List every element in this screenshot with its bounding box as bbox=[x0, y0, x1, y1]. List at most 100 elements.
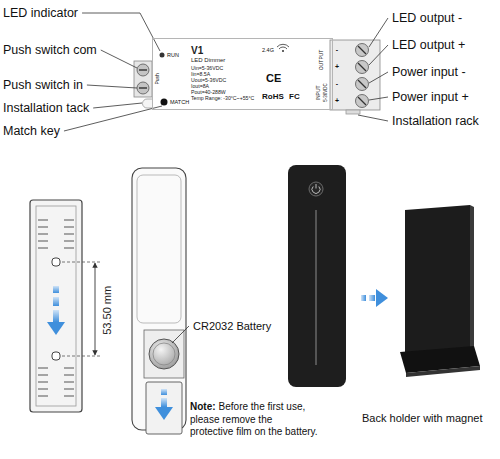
leader-line bbox=[369, 45, 388, 65]
remote-front-part bbox=[316, 184, 317, 189]
dimmer-device-part bbox=[282, 50, 284, 52]
callout-label: LED indicator bbox=[3, 6, 78, 20]
spec-line: Uin=5-36VDC bbox=[191, 66, 332, 72]
note-heading: Note: bbox=[190, 401, 216, 412]
dimmer-device-part bbox=[356, 44, 369, 57]
polarity-mark: - bbox=[336, 80, 338, 88]
dimension-line-part bbox=[62, 356, 100, 357]
dimmer-device-part bbox=[356, 95, 369, 108]
leader-line bbox=[369, 72, 388, 83]
dimmer-device-part bbox=[137, 82, 149, 94]
wall-bracket-part bbox=[53, 310, 59, 322]
dimmer-device-part bbox=[346, 110, 360, 114]
terminal-mark: OUTPUT bbox=[319, 50, 325, 71]
dimension-line-part bbox=[95, 263, 96, 355]
remote-back-part bbox=[146, 382, 182, 434]
polarity-mark: - bbox=[336, 46, 338, 54]
direction-arrow-part bbox=[376, 289, 388, 307]
remote-back-part bbox=[137, 175, 181, 323]
indicator-mark: RUN bbox=[167, 52, 179, 58]
callout-label: LED output - bbox=[392, 11, 462, 25]
dimmer-device-part bbox=[358, 80, 366, 88]
part-label: Back holder with magnet bbox=[362, 412, 482, 425]
remote-back-part bbox=[161, 398, 167, 407]
wall-bracket-part bbox=[38, 220, 74, 248]
leader-line bbox=[369, 97, 388, 100]
key-mark: MATCH bbox=[170, 99, 189, 105]
terminal-mark: Push bbox=[155, 73, 161, 84]
dimmer-device-part bbox=[279, 47, 287, 49]
remote-back-part bbox=[161, 389, 167, 395]
wall-bracket-part bbox=[30, 200, 82, 412]
wall-bracket bbox=[30, 200, 82, 412]
wall-bracket-part bbox=[38, 368, 74, 396]
dimmer-device-part bbox=[139, 87, 147, 88]
polarity-mark: + bbox=[335, 97, 339, 105]
rohs-mark: RoHS bbox=[262, 92, 284, 101]
back-holder-part bbox=[470, 205, 474, 354]
callout-label: Installation tack bbox=[3, 101, 89, 115]
dimmer-device-part bbox=[134, 61, 152, 97]
direction-arrow-part bbox=[361, 295, 366, 301]
ce-mark: CE bbox=[266, 72, 281, 85]
wall-bracket-part bbox=[52, 352, 60, 360]
model-name: V1 bbox=[191, 45, 332, 57]
spec-line: Uout=5-36VDC bbox=[191, 78, 332, 84]
leader-line bbox=[87, 85, 137, 88]
leader-line bbox=[369, 18, 388, 47]
direction-arrow bbox=[361, 289, 388, 307]
remote-back bbox=[132, 168, 186, 434]
callout-label: Power input - bbox=[392, 65, 466, 79]
dimmer-device-part bbox=[139, 69, 147, 70]
dimmer-device-part bbox=[137, 64, 149, 76]
dimmer-device bbox=[134, 38, 380, 114]
terminal-mark: INPUT bbox=[315, 86, 321, 101]
wireless-mark: 2.4G bbox=[262, 47, 274, 53]
leader-line bbox=[101, 50, 137, 68]
back-holder-part bbox=[405, 205, 470, 358]
wall-bracket-part bbox=[53, 286, 59, 293]
direction-arrow-part bbox=[369, 295, 375, 301]
remote-back-part bbox=[149, 339, 179, 369]
remote-front bbox=[288, 165, 346, 387]
terminal-mark: 5-36VDC bbox=[322, 84, 327, 103]
dimension-line bbox=[62, 262, 100, 356]
wall-bracket-part bbox=[53, 297, 59, 306]
leader-line bbox=[358, 115, 388, 121]
callout-label: Power input + bbox=[392, 90, 469, 104]
remote-front-part bbox=[309, 182, 323, 196]
polarity-mark: + bbox=[335, 63, 339, 71]
dimmer-device-part bbox=[356, 78, 369, 91]
fcc-mark: FC bbox=[289, 92, 300, 101]
remote-back-part bbox=[153, 343, 175, 365]
remote-front-part bbox=[288, 165, 346, 387]
dimmer-device-part bbox=[358, 46, 366, 54]
back-holder bbox=[400, 205, 480, 377]
remote-back-part bbox=[155, 407, 173, 420]
dimmer-device-part bbox=[143, 99, 153, 108]
part-label: CR2032 Battery bbox=[193, 320, 271, 333]
dimension-line-part bbox=[62, 262, 100, 263]
dimension-text: 53.50 mm bbox=[101, 286, 114, 335]
dimmer-device-part bbox=[358, 97, 366, 105]
product-name: LED Dimmer bbox=[191, 57, 332, 64]
leader-line bbox=[172, 326, 189, 343]
dimmer-device-part bbox=[277, 44, 289, 47]
back-holder-part bbox=[406, 366, 480, 377]
wall-bracket-part bbox=[47, 322, 65, 335]
callout-label: Match key bbox=[3, 124, 60, 138]
spec-line: Temp Range: -30°C~+55°C bbox=[191, 96, 332, 102]
callout-label: LED output + bbox=[392, 38, 465, 52]
dimmer-device-part bbox=[160, 53, 165, 58]
dimmer-device-part bbox=[161, 99, 168, 106]
note-block: Note:Before the first use, please remove… bbox=[190, 401, 318, 439]
dimmer-device-part bbox=[358, 63, 366, 71]
callout-label: Installation rack bbox=[392, 114, 479, 128]
wall-bracket-part bbox=[52, 258, 60, 266]
dimmer-device-part bbox=[356, 61, 369, 74]
callout-label: Push switch com bbox=[3, 43, 97, 57]
leader-line bbox=[93, 103, 142, 108]
callout-label: Push switch in bbox=[3, 78, 83, 92]
remote-front-part bbox=[315, 210, 317, 365]
